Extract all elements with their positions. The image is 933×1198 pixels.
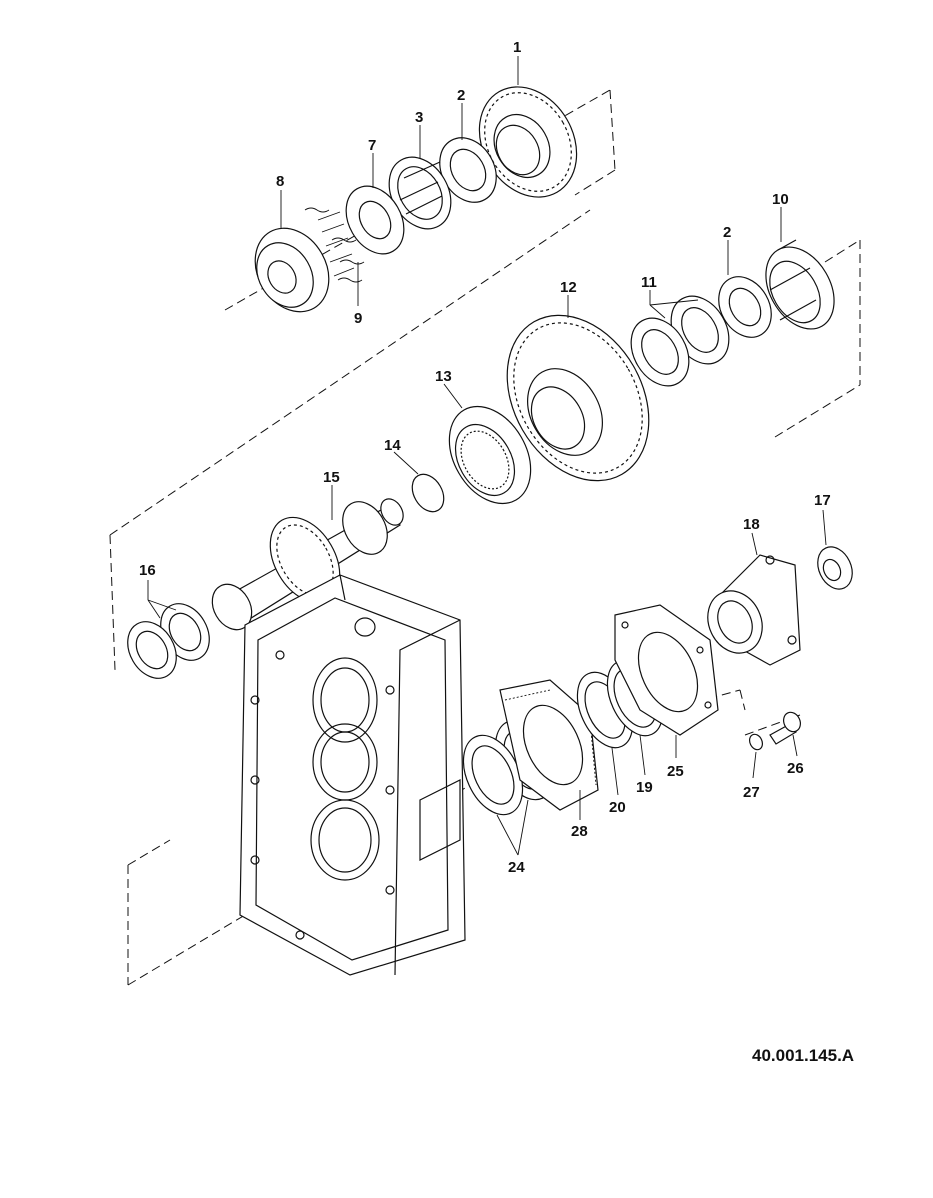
callout-12: 12 [560, 279, 577, 296]
shaft-part-15 [211, 498, 404, 631]
callout-14: 14 [384, 437, 401, 454]
callout-28: 28 [571, 823, 588, 840]
centerlines [109, 89, 861, 986]
hub-part-8 [254, 211, 355, 313]
callout-labels: 1 2 3 7 8 9 10 2 11 12 13 14 15 16 17 18… [139, 39, 831, 876]
callout-19: 19 [636, 779, 653, 796]
callout-2-right: 2 [723, 224, 731, 241]
washer-part-7 [345, 185, 405, 255]
gear-part-1 [478, 86, 578, 198]
callout-7: 7 [368, 137, 376, 154]
springs-part-9 [304, 207, 365, 283]
callout-24: 24 [508, 859, 525, 876]
callout-2-top: 2 [457, 87, 465, 104]
callout-15: 15 [323, 469, 340, 486]
gasket-part-28 [499, 679, 599, 811]
washer-part-2-top [439, 137, 497, 203]
callout-16: 16 [139, 562, 156, 579]
bearing-part-11 [630, 295, 730, 387]
callout-8: 8 [276, 173, 284, 190]
callout-9: 9 [354, 310, 362, 327]
callout-27: 27 [743, 784, 760, 801]
seal-part-17 [817, 546, 853, 590]
gearbox-housing [239, 574, 466, 976]
gear-part-12 [506, 314, 650, 482]
callout-13: 13 [435, 368, 452, 385]
reference-code: 40.001.145.A [752, 1046, 855, 1065]
callout-3: 3 [415, 109, 423, 126]
snap-ring-part-14 [411, 473, 445, 513]
cover-part-25 [614, 604, 719, 736]
bearing-part-16 [127, 603, 210, 679]
callout-18: 18 [743, 516, 760, 533]
callout-17: 17 [814, 492, 831, 509]
leader-lines [147, 56, 827, 856]
bearing-part-10 [765, 239, 835, 330]
callout-11: 11 [641, 274, 657, 291]
bolt-part-26 [769, 711, 801, 745]
callout-1: 1 [513, 39, 521, 56]
needle-bearing-part-3 [388, 156, 452, 230]
sleeve-part-13 [448, 405, 532, 505]
callout-20: 20 [609, 799, 626, 816]
callout-25: 25 [667, 763, 684, 780]
flange-part-18 [707, 554, 801, 666]
callout-10: 10 [772, 191, 789, 208]
washer-part-27 [748, 733, 764, 751]
callout-26: 26 [787, 760, 804, 777]
